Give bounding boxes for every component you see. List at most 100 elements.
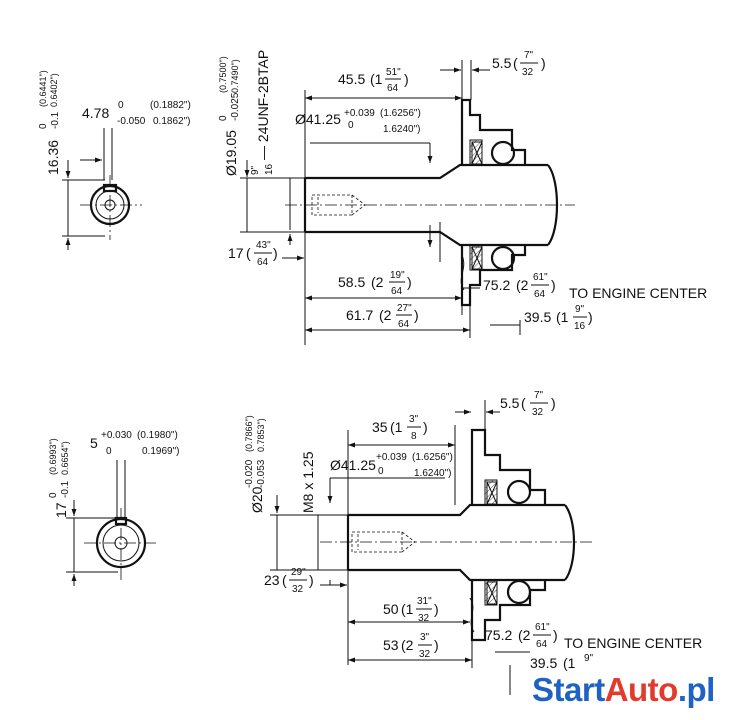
top-end-view: 16.36 0 -0.1 (0.6441") 0.6402") 4.78 0 -… (38, 70, 191, 250)
top-len-39-num: 9" (575, 304, 585, 315)
top-len-39-whole: (1 (556, 309, 569, 325)
bottom-key-width-inch-lower: 0.1969") (142, 446, 179, 457)
top-len-75-close: ) (551, 277, 556, 293)
bottom-len-23-den: 32 (292, 584, 304, 595)
bottom-len-75-num: 61" (535, 622, 550, 633)
top-key-width-tol-upper: 0 (118, 100, 124, 111)
bottom-flange-dia-inch-lower: 1.6240") (414, 468, 451, 479)
top-len-5-5-open: ( (513, 55, 518, 71)
bottom-len-75-den: 64 (536, 639, 548, 650)
bottom-key-width-tol-lower: 0 (106, 446, 112, 457)
bottom-side-view: Ø20 -0.020 -0.053 (0.7866") 0.7853") M8 … (244, 390, 702, 695)
top-len-45-close: ) (404, 71, 409, 87)
bottom-len-5-5-num: 7" (534, 390, 544, 401)
top-flange-dia-tol-lower: 0 (348, 120, 354, 131)
top-len-75-value: 75.2 (483, 277, 510, 293)
watermark-part-pl: .pl (677, 671, 716, 708)
bottom-len-23-close: ) (309, 572, 314, 588)
startauto-watermark: StartAuto.pl (532, 668, 737, 712)
top-shaft-dia-tol-upper: 0 (218, 115, 229, 121)
bottom-shaft-dia-tol-lower: -0.053 (256, 459, 267, 488)
bottom-len-23-open: ( (282, 572, 287, 588)
bottom-shaft-dia-nominal: Ø20 (249, 486, 265, 513)
top-len-17-open: ( (246, 245, 251, 261)
bottom-len-50-value: 50 (383, 601, 399, 617)
bottom-flange-dia-nominal: Ø41.25 (330, 457, 376, 473)
top-key-depth-tol-lower: -0.1 (50, 111, 61, 129)
top-key-depth-tol-upper: 0 (38, 123, 49, 129)
bottom-len-50-den: 32 (418, 613, 430, 624)
bottom-len-75-close: ) (553, 627, 558, 643)
top-len-75-whole: (2 (516, 277, 529, 293)
bottom-len-50-whole: (1 (401, 601, 414, 617)
bottom-len-35-den: 8 (411, 431, 417, 442)
top-len-58-den: 64 (391, 286, 403, 297)
top-key-width-tol-lower: -0.050 (117, 116, 146, 127)
top-len-17-value: 17 (228, 245, 244, 261)
top-len-75-den: 64 (534, 289, 546, 300)
bottom-key-width-inch-upper: (0.1980") (137, 430, 178, 441)
top-len-5-5-num: 7" (524, 50, 534, 61)
bottom-len-35-num: 3" (409, 414, 419, 425)
top-len-45-value: 45.5 (338, 71, 365, 87)
bottom-len-35-value: 35 (372, 419, 388, 435)
bottom-key-depth-tol-upper: 0 (48, 492, 59, 498)
bottom-len-5-5-close: ) (551, 395, 556, 411)
top-thread-spec: — 24UNF-2BTAP (255, 50, 271, 160)
bottom-key-depth-inch-upper: (0.6993") (48, 438, 58, 475)
bottom-len-53-value: 53 (383, 637, 399, 653)
bottom-len-35-whole: (1 (390, 419, 403, 435)
top-side-view: Ø19.05 0 -0.025 (0.7500") 0.7490") 9" 16… (218, 50, 707, 345)
bottom-key-depth-inch-lower: 0.6654") (60, 441, 70, 475)
top-engine-center-label: TO ENGINE CENTER (569, 285, 707, 301)
bottom-end-view: 17 0 -0.1 (0.6993") 0.6654") 5 +0.030 0 … (48, 430, 179, 586)
top-len-5-5-den: 32 (522, 67, 534, 78)
top-shaft-dia-nominal: Ø19.05 (223, 130, 239, 176)
bottom-shaft-dia-inch-upper: (0.7866") (244, 415, 254, 452)
top-len-5-5-value: 5.5 (492, 55, 512, 71)
bottom-flange-dia-tol-upper: +0.039 (376, 452, 407, 463)
top-len-39-den: 16 (574, 321, 586, 332)
top-key-width-inch-lower: 0.1862") (153, 116, 190, 127)
bottom-shaft-dia-inch-lower: 0.7853") (256, 418, 266, 452)
top-shaft-dia-inch-lower: 0.7490") (230, 59, 240, 93)
top-thread-num: 9" (250, 165, 261, 175)
top-shaft-dia-inch-upper: (0.7500") (218, 56, 228, 93)
top-len-61-num: 27" (397, 303, 412, 314)
top-len-61-den: 64 (398, 319, 410, 330)
bottom-engine-center-label: TO ENGINE CENTER (564, 635, 702, 651)
top-len-61-whole: (2 (379, 307, 392, 323)
top-key-width-inch-upper: (0.1882") (150, 100, 191, 111)
bottom-len-23-num: 29" (291, 567, 306, 578)
bottom-len-50-close: ) (434, 601, 439, 617)
bottom-len-23-value: 23 (264, 572, 280, 588)
watermark-part-auto: Auto (604, 671, 679, 708)
top-len-45-num: 51" (386, 67, 401, 78)
bottom-len-53-den: 32 (419, 649, 431, 660)
top-len-58-whole: (2 (371, 274, 384, 290)
top-len-58-close: ) (407, 274, 412, 290)
bottom-len-5-5-den: 32 (532, 407, 544, 418)
bottom-len-35-close: ) (423, 419, 428, 435)
bottom-len-75-value: 75.2 (485, 627, 512, 643)
top-flange-dia-nominal: Ø41.25 (295, 111, 341, 127)
top-len-5-5-close: ) (541, 55, 546, 71)
top-thread-den: 16 (264, 163, 275, 175)
bottom-len-53-whole: (2 (401, 637, 414, 653)
bottom-len-39-partial-value: 39.5 (530, 655, 557, 671)
top-key-width-nominal: 4.78 (82, 105, 109, 121)
top-len-58-num: 19" (390, 270, 405, 281)
top-shaft-dia-tol-lower: -0.025 (230, 92, 241, 121)
top-len-61-close: ) (414, 307, 419, 323)
bottom-len-53-num: 3" (420, 632, 430, 643)
top-len-45-whole: (1 (370, 71, 383, 87)
top-key-depth-inch-upper: (0.6441") (38, 70, 48, 107)
bottom-key-depth-tol-lower: -0.1 (60, 480, 71, 498)
bottom-flange-dia-inch-upper: (1.6256") (412, 452, 453, 463)
bottom-len-39-partial-num: 9" (584, 653, 594, 664)
bottom-thread-spec: M8 x 1.25 (300, 451, 316, 513)
watermark-part-start: Start (532, 671, 605, 708)
bottom-key-depth-nominal: 17 (53, 502, 69, 518)
top-len-45-den: 64 (387, 83, 399, 94)
